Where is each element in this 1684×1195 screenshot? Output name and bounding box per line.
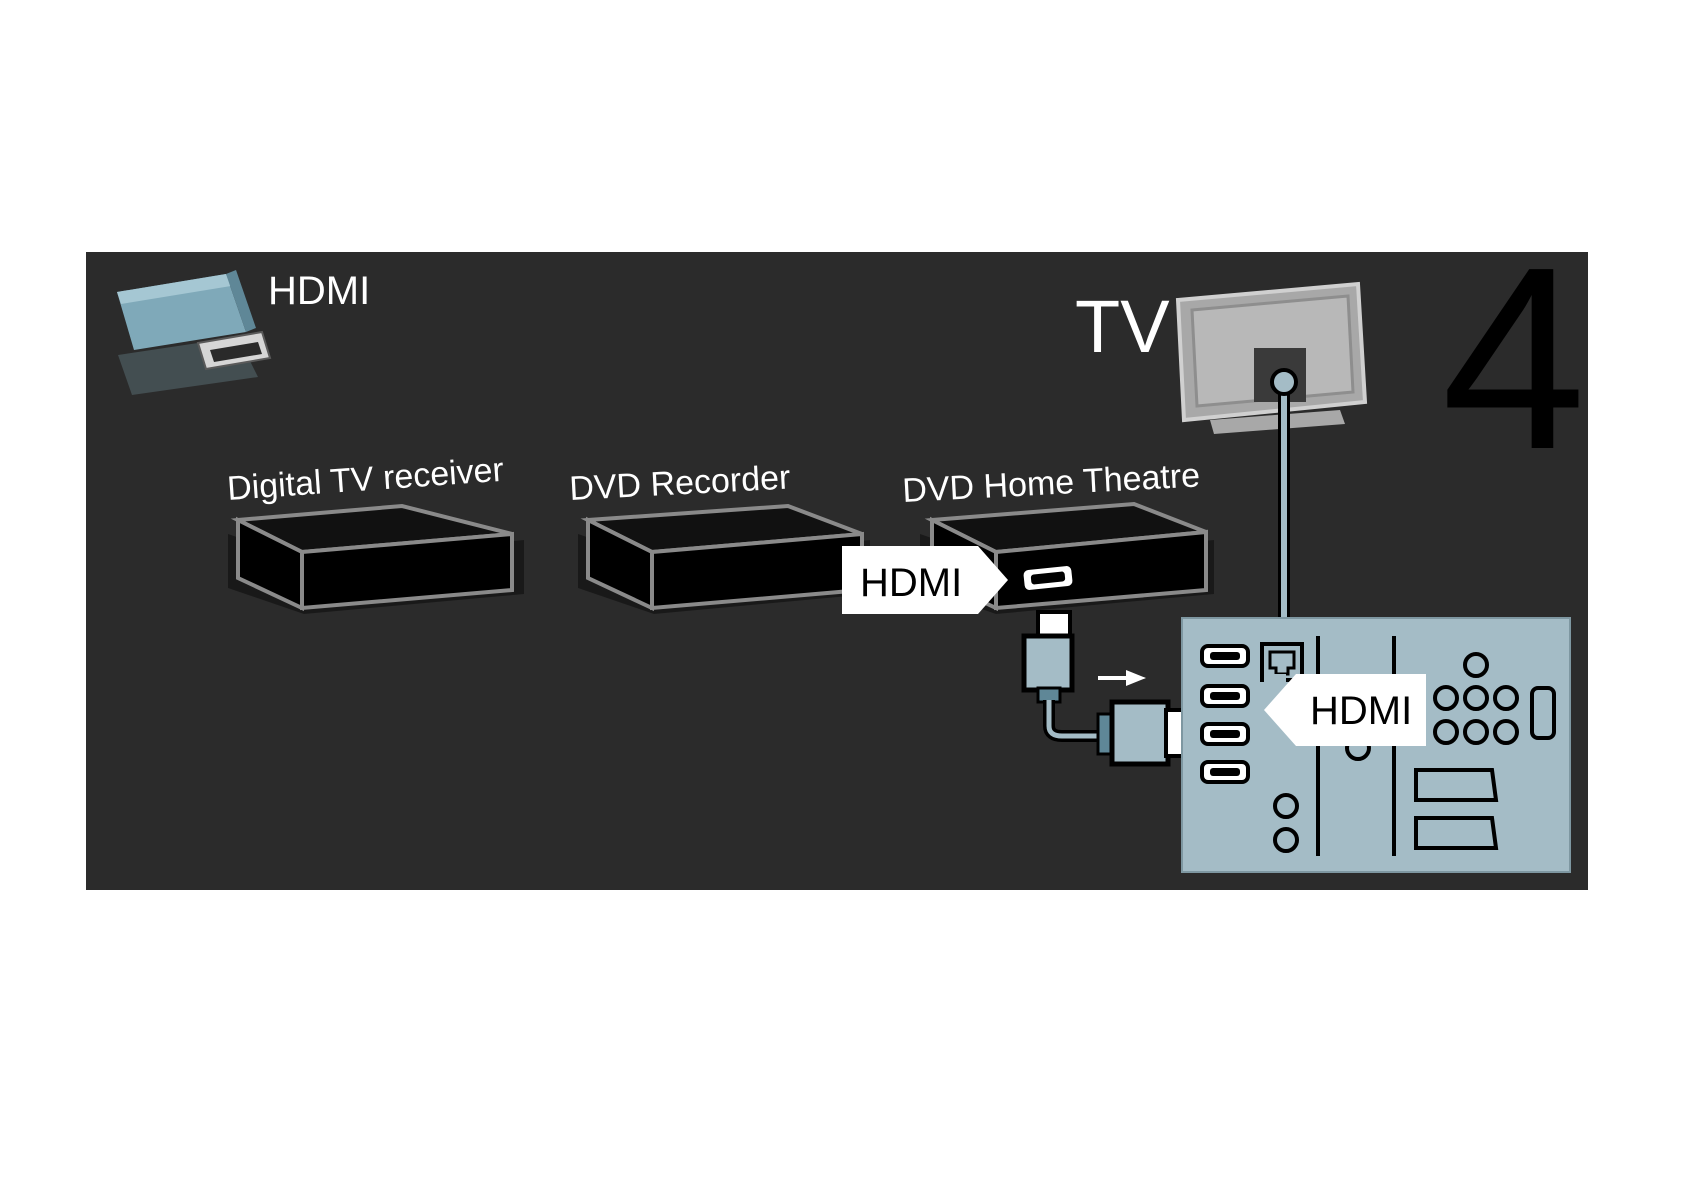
device-hdmi-callout-label: HDMI bbox=[860, 561, 962, 605]
device-box-dvd-home-theatre bbox=[920, 501, 1214, 614]
tv-hdmi-callout: HDMI bbox=[1264, 674, 1426, 746]
device-box-digital-tv-receiver bbox=[228, 503, 524, 614]
connection-arrow-icon bbox=[1098, 670, 1146, 686]
device-box-dvd-recorder bbox=[578, 503, 870, 614]
hdmi-header-label: HDMI bbox=[268, 269, 370, 313]
tv-hdmi-callout-label: HDMI bbox=[1310, 689, 1412, 733]
tv-hdmi-port-2 bbox=[1200, 684, 1250, 708]
audio-jack-icon bbox=[1273, 827, 1299, 853]
hdmi-plug-icon bbox=[117, 270, 272, 395]
audio-jack-icon bbox=[1273, 793, 1299, 819]
scart-port-icon bbox=[1414, 768, 1499, 802]
hdmi-cable bbox=[1021, 610, 1194, 767]
tv-hdmi-port-1 bbox=[1200, 644, 1250, 668]
device-hdmi-callout: HDMI bbox=[842, 546, 1008, 614]
tv-hdmi-port-3 bbox=[1200, 722, 1250, 746]
tv-icon bbox=[1175, 281, 1368, 434]
scart-port-icon bbox=[1414, 816, 1499, 850]
tv-hdmi-port-4 bbox=[1200, 760, 1250, 784]
tv-label: TV bbox=[1075, 285, 1170, 368]
step-number: 4 bbox=[1441, 214, 1586, 504]
